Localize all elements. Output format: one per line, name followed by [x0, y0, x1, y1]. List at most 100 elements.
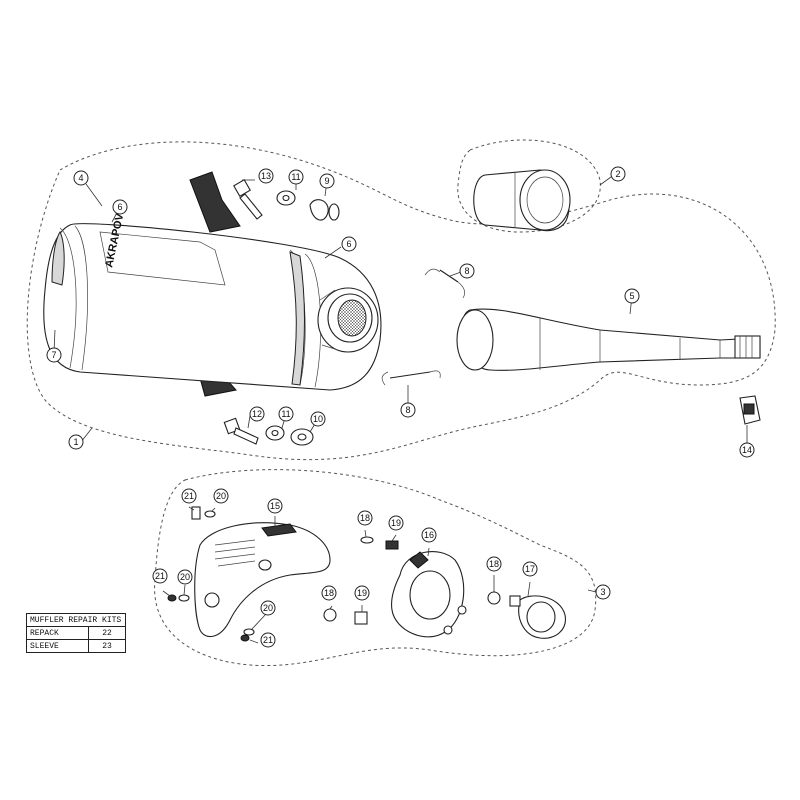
washer-part-20-top [204, 510, 216, 518]
kits-title-row: MUFFLER REPAIR KITS [26, 613, 126, 627]
clamp-part-14 [739, 395, 761, 425]
svg-text:9: 9 [324, 176, 329, 186]
sleeve-part-2 [473, 169, 571, 232]
grommet-part-10 [290, 428, 314, 446]
kit-name: REPACK [26, 626, 89, 640]
callout-10: 10 [310, 411, 326, 427]
callout-6-left: 6 [112, 199, 128, 215]
callout-16: 16 [421, 527, 437, 543]
callout-4: 4 [73, 170, 89, 186]
kit-number: 22 [88, 626, 126, 640]
screw-part-21-mid [167, 594, 177, 602]
bolt-part-12 [223, 417, 259, 445]
bolt-part-13 [233, 179, 263, 220]
svg-text:20: 20 [180, 572, 190, 582]
spring-upper [424, 268, 465, 299]
screw-part-21-top [191, 506, 201, 520]
svg-text:12: 12 [252, 409, 262, 419]
svg-text:18: 18 [360, 513, 370, 523]
svg-text:20: 20 [216, 491, 226, 501]
kits-row-repack: REPACK 22 [26, 626, 126, 640]
callout-21-mid: 21 [152, 568, 168, 584]
svg-text:14: 14 [742, 445, 752, 455]
callout-19-lower: 19 [354, 585, 370, 601]
callout-1: 1 [68, 434, 84, 450]
callout-18-upper: 18 [357, 510, 373, 526]
washer-part-18-upper [360, 536, 374, 544]
washer-part-11-upper [276, 190, 296, 206]
callout-3: 3 [595, 584, 611, 600]
svg-text:2: 2 [615, 169, 620, 179]
svg-text:3: 3 [600, 587, 605, 597]
svg-text:18: 18 [489, 559, 499, 569]
callout-21-low: 21 [260, 632, 276, 648]
svg-text:15: 15 [270, 501, 280, 511]
callout-9: 9 [319, 173, 335, 189]
washer-part-20-mid [178, 594, 190, 602]
svg-text:11: 11 [281, 409, 290, 419]
svg-text:17: 17 [525, 564, 535, 574]
svg-text:7: 7 [51, 350, 56, 360]
svg-text:5: 5 [629, 291, 634, 301]
callout-6-right: 6 [341, 236, 357, 252]
group-outline-muffler [26, 141, 776, 461]
spring-lower [381, 370, 441, 386]
callout-11-upper: 11 [288, 169, 304, 185]
callout-13: 13 [258, 168, 274, 184]
svg-text:4: 4 [78, 173, 83, 183]
washer-part-11-lower [265, 425, 285, 441]
kits-row-sleeve: SLEEVE 23 [26, 639, 126, 653]
svg-text:13: 13 [261, 171, 271, 181]
svg-text:8: 8 [405, 405, 410, 415]
nut-part-19-upper [385, 540, 399, 550]
svg-text:11: 11 [291, 172, 300, 182]
svg-text:21: 21 [155, 571, 165, 581]
washer-part-18-left [323, 608, 337, 622]
group-outline-heatshield [154, 469, 597, 667]
svg-text:21: 21 [184, 491, 194, 501]
kits-title: MUFFLER REPAIR KITS [26, 613, 126, 627]
svg-text:16: 16 [424, 530, 434, 540]
callout-17: 17 [522, 561, 538, 577]
callout-14: 14 [739, 442, 755, 458]
screw-part-21-low [240, 634, 250, 642]
callout-20-mid: 20 [177, 569, 193, 585]
svg-text:21: 21 [263, 635, 273, 645]
bracket-part-16 [391, 551, 467, 638]
callout-19-upper: 19 [388, 515, 404, 531]
svg-text:1: 1 [73, 437, 78, 447]
callout-8-lower: 8 [400, 402, 416, 418]
svg-text:19: 19 [357, 588, 367, 598]
muffler-body: AKRAPOVIC [43, 171, 382, 397]
callout-11-lower: 11 [278, 406, 294, 422]
callout-20-low: 20 [260, 600, 276, 616]
svg-text:6: 6 [117, 202, 122, 212]
callout-21-top: 21 [181, 488, 197, 504]
washer-part-18-right [487, 591, 501, 605]
kit-name: SLEEVE [26, 639, 89, 653]
callout-5: 5 [624, 288, 640, 304]
callout-8-upper: 8 [459, 263, 475, 279]
svg-text:10: 10 [313, 414, 323, 424]
svg-text:6: 6 [346, 239, 351, 249]
callout-20-top: 20 [213, 488, 229, 504]
callout-7: 7 [46, 347, 62, 363]
svg-text:8: 8 [464, 266, 469, 276]
link-pipe-part-5 [456, 308, 761, 371]
clamp-part-17 [509, 595, 566, 639]
callout-15: 15 [267, 498, 283, 514]
svg-text:20: 20 [263, 603, 273, 613]
nut-part-19-lower [354, 611, 368, 625]
callout-2: 2 [610, 166, 626, 182]
muffler-repair-kits-table: MUFFLER REPAIR KITS REPACK 22 SLEEVE 23 [26, 613, 126, 653]
heat-shield-part-15 [194, 522, 331, 638]
grommet-part-9 [309, 199, 340, 221]
callout-18-right: 18 [486, 556, 502, 572]
washer-part-20-low [243, 628, 255, 636]
callout-12: 12 [249, 406, 265, 422]
svg-text:19: 19 [391, 518, 401, 528]
kit-number: 23 [88, 639, 126, 653]
svg-text:18: 18 [324, 588, 334, 598]
callout-18-left: 18 [321, 585, 337, 601]
